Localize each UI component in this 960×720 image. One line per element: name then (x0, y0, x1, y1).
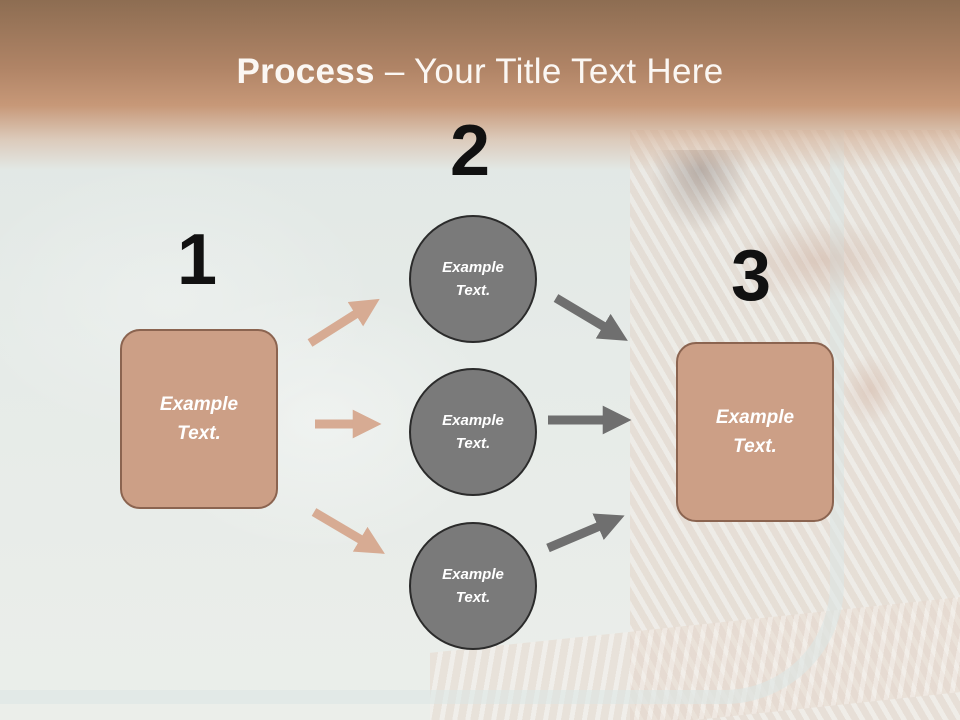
process-circle-middle: Example Text. (409, 368, 537, 496)
step-1-text: Example Text. (159, 394, 239, 444)
circle-middle-text: Example Text. (442, 412, 504, 452)
arrow-box1-to-circle-bottom (311, 508, 385, 554)
step-number-1: 1 (177, 220, 218, 300)
arrow-circle-top-to-box3 (553, 294, 628, 341)
title-rest: – Your Title Text Here (374, 52, 724, 91)
pool-rim-background (0, 130, 844, 704)
step-3-text: Example Text. (715, 407, 795, 457)
step-number-2: 2 (450, 111, 491, 191)
circle-bottom-text: Example Text. (442, 566, 504, 606)
circle-top-text: Example Text. (442, 259, 504, 299)
arrow-box1-to-circle-top (307, 298, 380, 347)
step-1-box: Example Text. (120, 329, 278, 509)
step-number-3: 3 (731, 236, 772, 316)
step-3-box: Example Text. (676, 342, 834, 522)
process-circle-top: Example Text. (409, 215, 537, 343)
process-circle-bottom: Example Text. (409, 522, 537, 650)
arrow-circle-bottom-to-box3 (546, 513, 625, 553)
slide-title: Process – Your Title Text Here (0, 52, 960, 92)
title-bold: Process (236, 52, 375, 91)
title-band (0, 0, 960, 170)
